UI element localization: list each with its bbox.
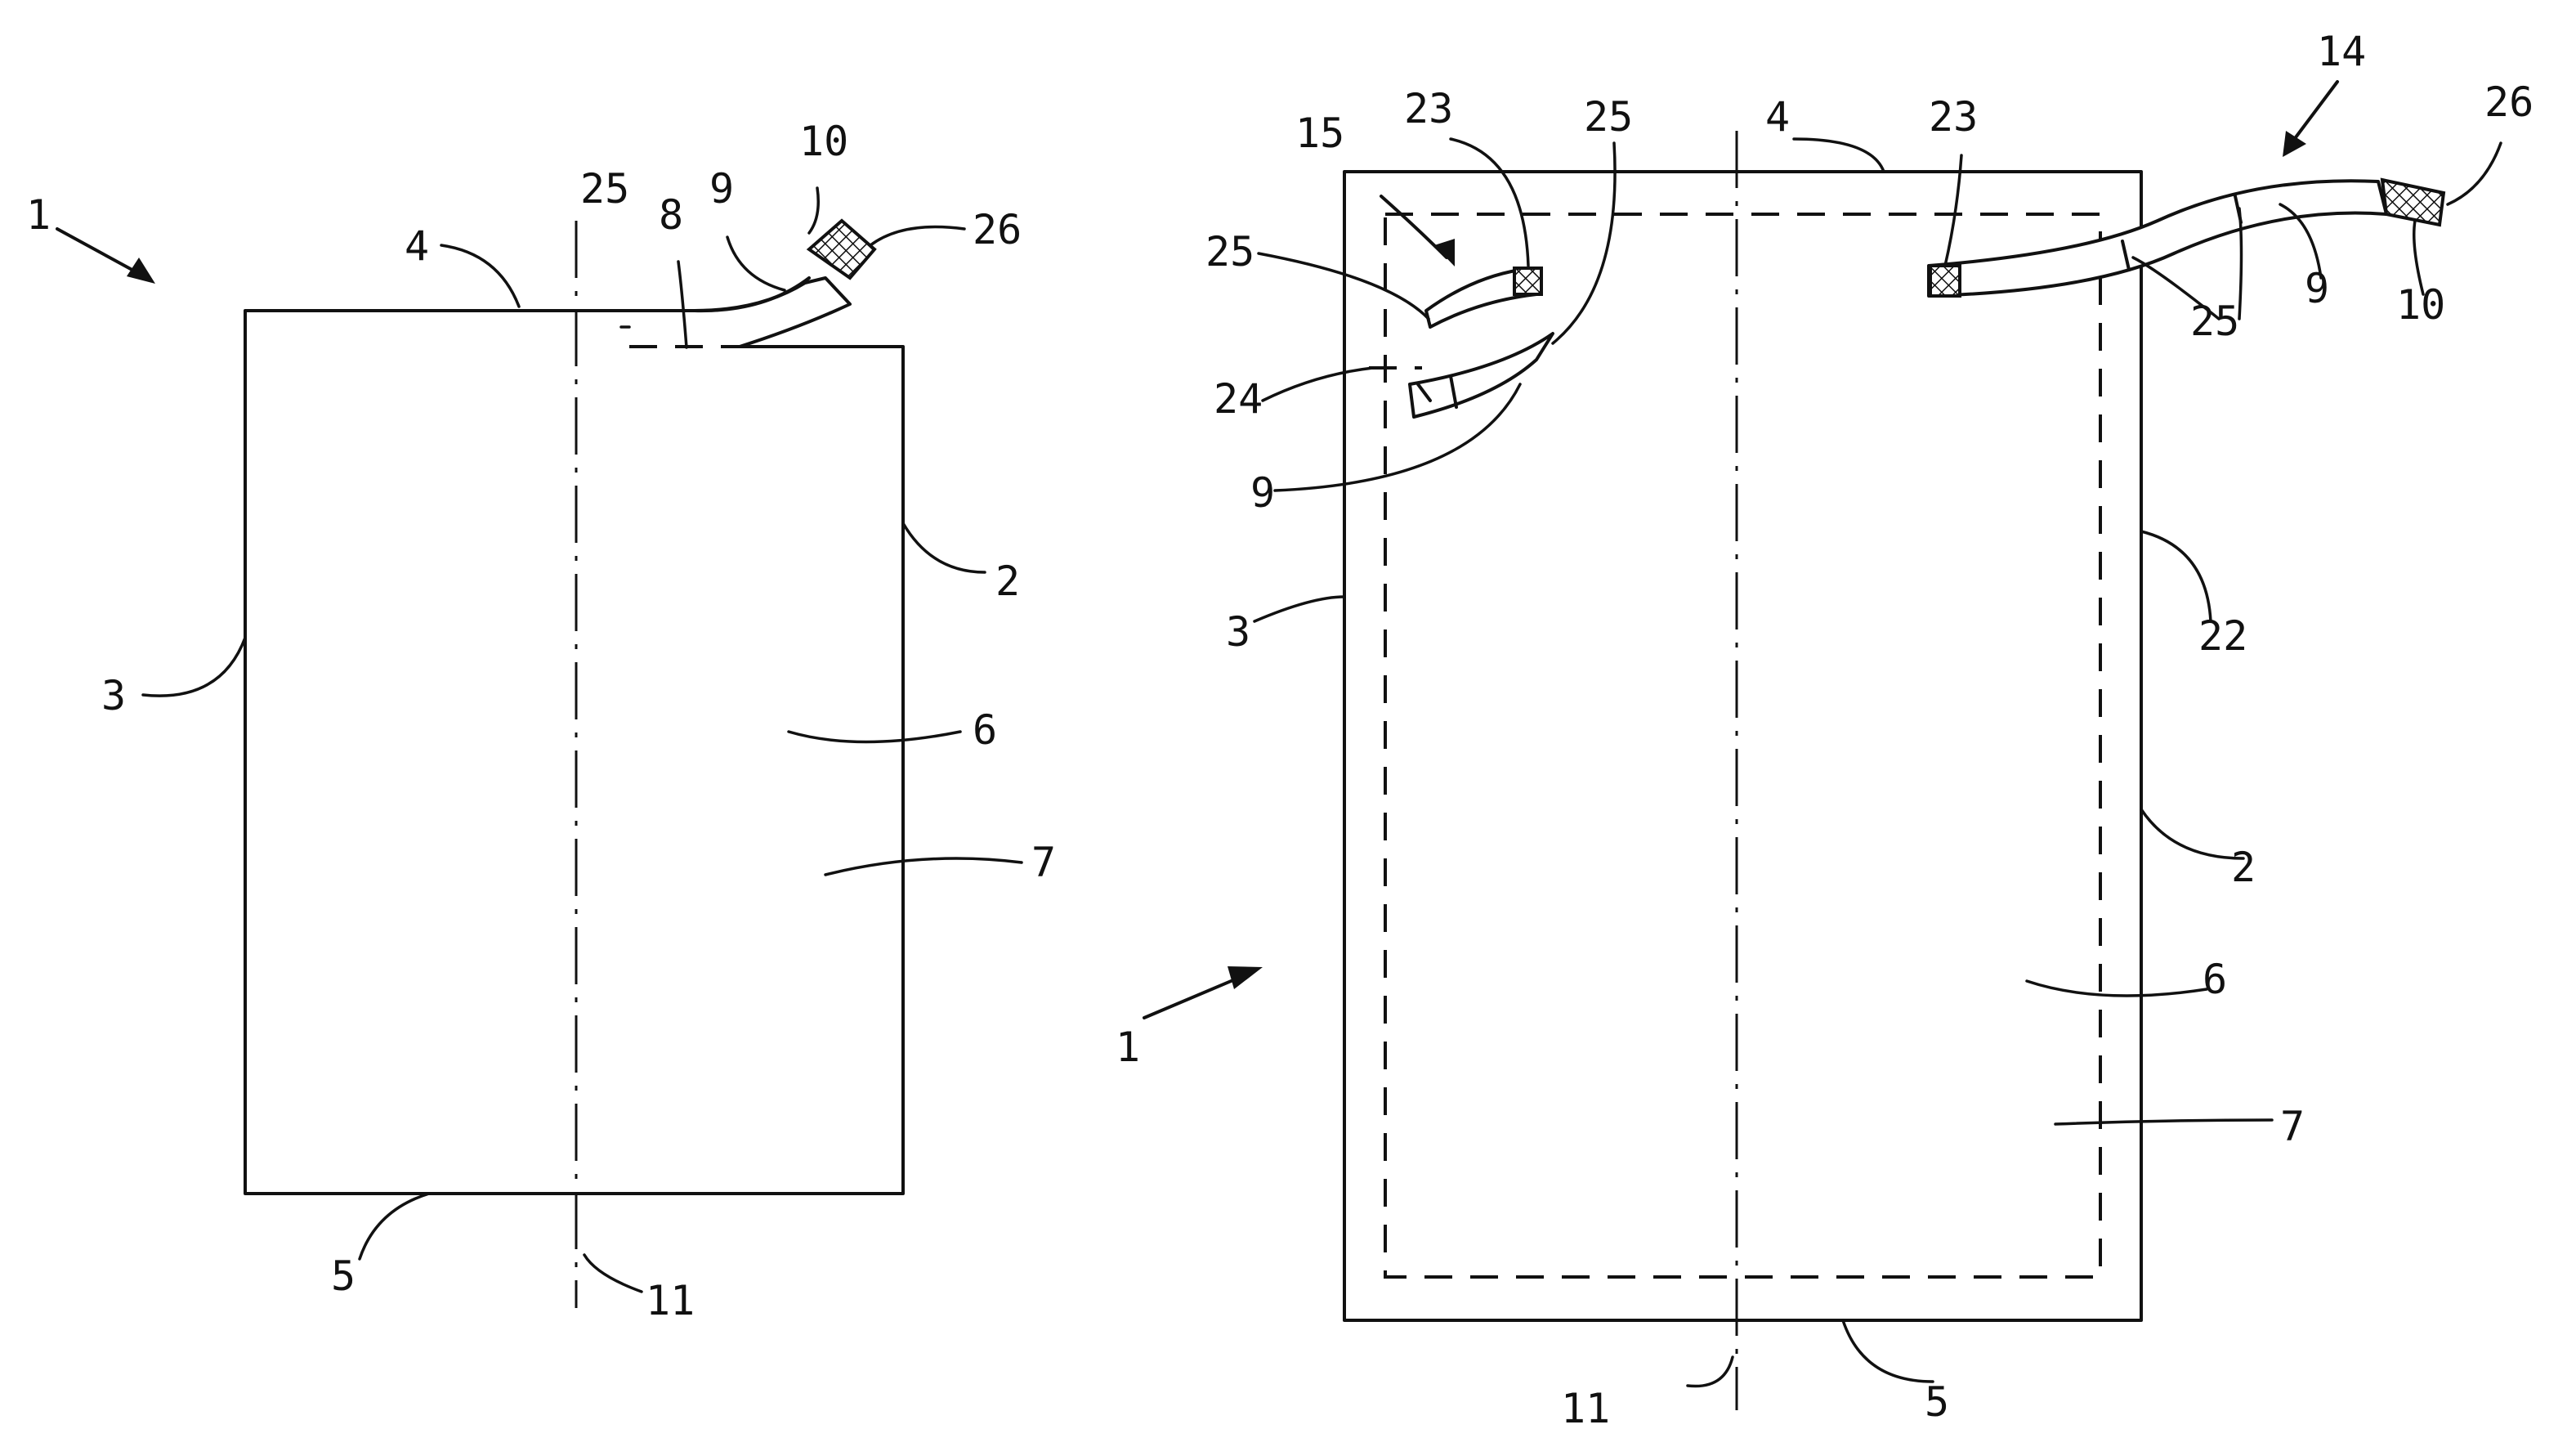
curled-strap-15-lower	[1410, 334, 1553, 417]
hatched-end-23-left	[1514, 268, 1541, 294]
fig2-ref-3: 3	[1226, 608, 1250, 656]
fig2-ref-23-right: 23	[1929, 93, 1978, 141]
hatched-end-23-right	[1930, 266, 1960, 296]
fig2-ref-10: 10	[2396, 281, 2445, 329]
fig2-ref-6: 6	[2203, 956, 2227, 1003]
fig1-ref-1: 1	[26, 191, 51, 239]
fig2-ref-14: 14	[2317, 28, 2366, 75]
fig1-ref-26: 26	[973, 206, 1022, 253]
fig1-ref-2: 2	[995, 558, 1020, 605]
fig2-ref-5: 5	[1925, 1378, 1949, 1426]
fig1-ref-6: 6	[973, 706, 997, 754]
fig1-ref-10: 10	[799, 118, 848, 165]
fig2-ref-11: 11	[1561, 1385, 1610, 1432]
fig2-ref-24: 24	[1214, 375, 1263, 423]
fig1-ref-11: 11	[646, 1277, 695, 1324]
fig2-ref-15: 15	[1295, 110, 1344, 157]
fig2-ref-9-right: 9	[2305, 265, 2329, 312]
fig2-ref-4: 4	[1765, 93, 1790, 141]
fig2-ref-25-right: 25	[2190, 298, 2239, 345]
fig1-ref-8: 8	[659, 191, 683, 239]
fig1-ref-9: 9	[709, 165, 734, 213]
fig1-ref-7: 7	[1031, 839, 1056, 886]
fig1-ref-4: 4	[405, 222, 429, 270]
strap	[695, 278, 809, 311]
fig2-ref-1: 1	[1116, 1024, 1140, 1071]
fig2-ref-25-left: 25	[1205, 228, 1254, 276]
fig2-ref-22: 22	[2198, 612, 2247, 660]
arrow-1	[127, 258, 155, 284]
hatched-end-10	[2382, 180, 2444, 225]
fig2-ref-25-top: 25	[1584, 93, 1633, 141]
fig1-ref-5: 5	[331, 1252, 356, 1300]
arrow-1	[1228, 966, 1263, 989]
arrow-15	[1434, 239, 1455, 267]
figure-1: 1 4 25 8 9 10 26 2 3 6 7 5 11	[26, 118, 1056, 1324]
fig2-ref-23-left: 23	[1404, 85, 1453, 132]
fig2-ref-26: 26	[2484, 78, 2534, 126]
hatched-end	[809, 221, 874, 278]
fig2-ref-7: 7	[2280, 1103, 2305, 1150]
fig1-ref-3: 3	[101, 672, 126, 719]
bag-outline	[1344, 172, 2141, 1320]
fig2-ref-2: 2	[2231, 844, 2256, 891]
fig1-ref-25: 25	[580, 165, 629, 213]
arrow-14	[2283, 131, 2306, 157]
figure-2: 14 26 4 23 15 23 25 25 24 9 25 9 10 22 3…	[1116, 28, 2534, 1432]
fig2-ref-9-left: 9	[1250, 469, 1275, 517]
